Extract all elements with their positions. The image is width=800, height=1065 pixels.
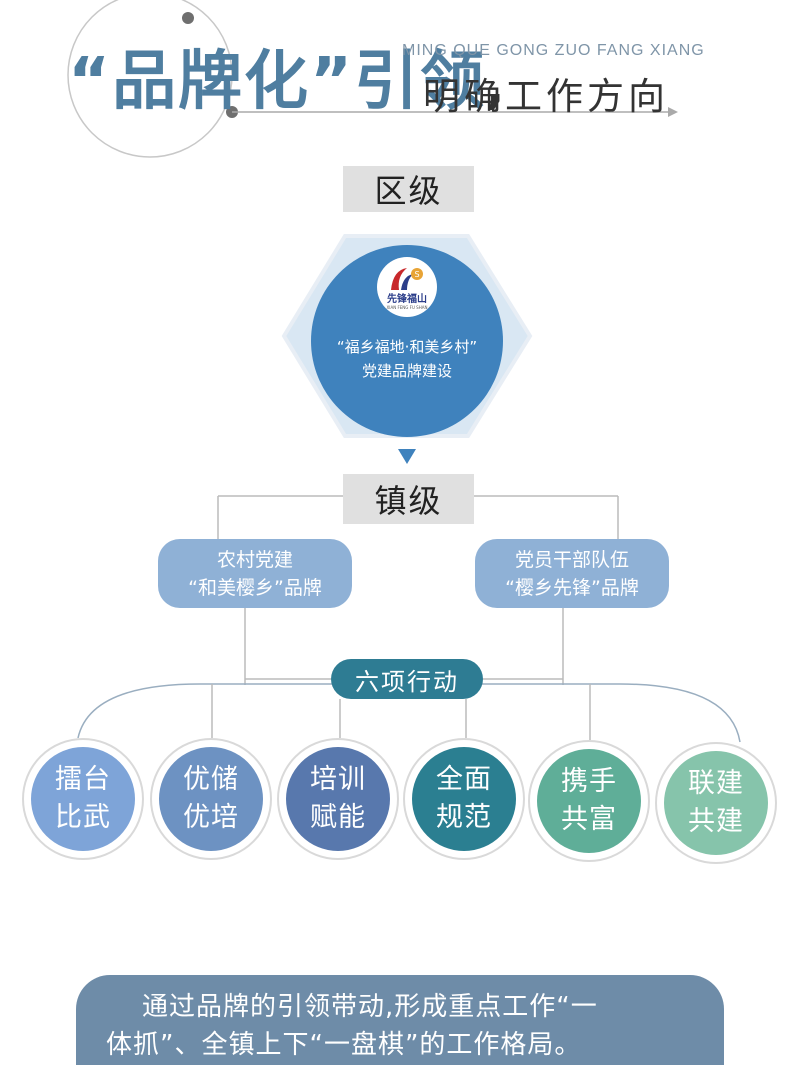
action-inner: 优储 优培: [159, 747, 263, 851]
action-inner: 联建 共建: [664, 751, 768, 855]
six-actions-label: 六项行动: [331, 659, 483, 699]
action-inner: 培训 赋能: [286, 747, 390, 851]
action-inner: 全面 规范: [412, 747, 516, 851]
town-node-line1: 农村党建: [216, 548, 293, 571]
action-line2: 赋能: [310, 802, 366, 833]
town-node-rural-party: 农村党建 “和美樱乡”品牌: [158, 539, 352, 608]
action-line2: 共建: [688, 806, 744, 837]
town-node-cadre-team: 党员干部队伍 “樱乡先锋”品牌: [475, 539, 669, 608]
district-brand-node: S 先锋福山 XIAN FENG FU SHAN “福乡福地·和美乡村” 党建品…: [311, 245, 503, 437]
action-line2: 优培: [183, 802, 239, 833]
town-node-line2: “樱乡先锋”品牌: [505, 576, 639, 599]
arrow-down-icon: [398, 449, 416, 464]
action-line1: 全面: [436, 764, 492, 795]
action-circle: 携手 共富: [528, 740, 650, 862]
town-node-line1: 党员干部队伍: [514, 548, 629, 571]
district-node-line2: 党建品牌建设: [361, 362, 452, 380]
summary-line2: 体抓”、全镇上下“一盘棋”的工作格局。: [106, 1030, 582, 1060]
brand-logo-icon: S 先锋福山 XIAN FENG FU SHAN: [377, 257, 437, 317]
summary-box: 通过品牌的引领带动,形成重点工作“一 体抓”、全镇上下“一盘棋”的工作格局。: [76, 975, 724, 1065]
title-text: “品牌化”引领: [68, 45, 487, 119]
page-subtitle: 明确工作方向: [423, 75, 669, 118]
action-circle: 优储 优培: [150, 738, 272, 860]
district-node-line1: “福乡福地·和美乡村”: [336, 338, 478, 356]
summary-line1: 通过品牌的引领带动,形成重点工作“一: [142, 992, 598, 1022]
town-node-line2: “和美樱乡”品牌: [188, 576, 322, 599]
district-level-label: 区级: [343, 166, 474, 212]
title-comma: ,: [486, 59, 507, 115]
flag-icon: S: [391, 268, 423, 290]
action-circle: 全面 规范: [403, 738, 525, 860]
action-line1: 擂台: [55, 764, 111, 795]
town-level-label: 镇级: [343, 474, 474, 524]
action-circle: 擂台 比武: [22, 738, 144, 860]
action-inner: 擂台 比武: [31, 747, 135, 851]
action-inner: 携手 共富: [537, 749, 641, 853]
logo-text: 先锋福山: [387, 294, 427, 305]
action-line1: 优储: [183, 764, 239, 795]
action-line1: 培训: [310, 764, 366, 795]
action-circle: 培训 赋能: [277, 738, 399, 860]
action-line2: 比武: [55, 802, 111, 833]
action-line2: 共富: [561, 804, 617, 835]
action-line1: 携手: [561, 766, 617, 797]
title-pinyin: MING QUE GONG ZUO FANG XIANG: [402, 42, 705, 59]
logo-pinyin: XIAN FENG FU SHAN: [386, 305, 428, 310]
header-decoration: [67, 0, 678, 158]
page-title: “品牌化”引领,: [68, 30, 506, 122]
action-line1: 联建: [688, 768, 744, 799]
action-line2: 规范: [436, 802, 492, 833]
svg-text:S: S: [415, 270, 420, 279]
action-circle: 联建 共建: [655, 742, 777, 864]
